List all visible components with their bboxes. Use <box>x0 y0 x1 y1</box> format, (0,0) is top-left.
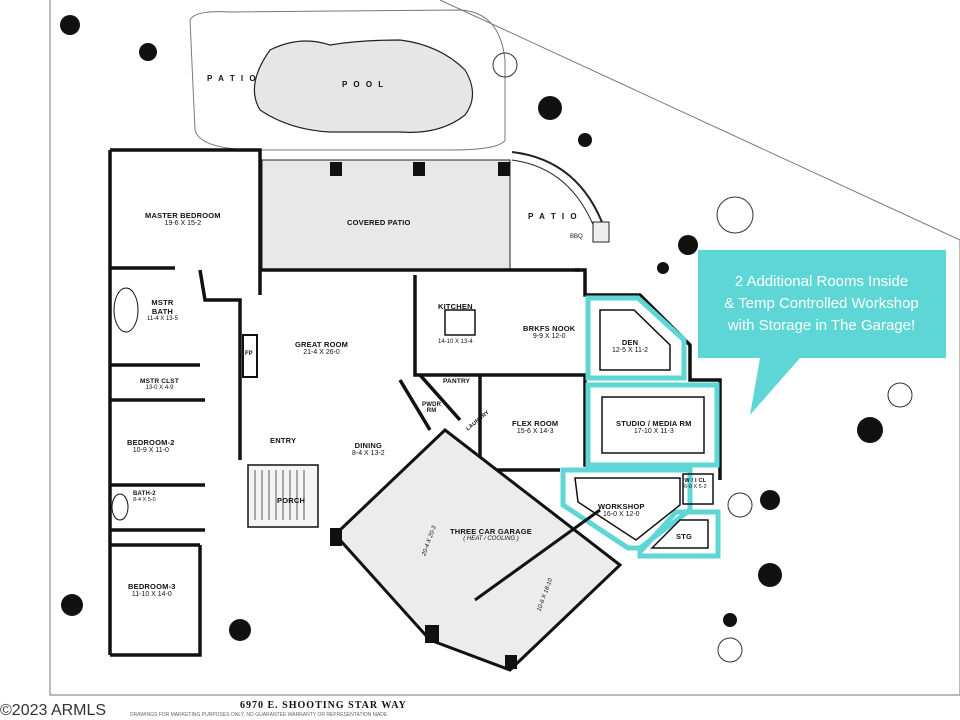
room-brkfs-nook: BRKFS NOOK 9-9 X 12-0 <box>523 324 575 340</box>
room-name: FLEX ROOM <box>512 419 559 428</box>
room-name: GREAT ROOM <box>295 340 349 349</box>
room-name: MASTER BEDROOM <box>145 211 221 220</box>
room-name: W / I CL <box>684 478 707 484</box>
room-bedroom-3: BEDROOM-3 11-10 X 14-0 <box>128 582 176 598</box>
room-kitchen-dims: 14-10 X 13-4 <box>438 339 473 345</box>
callout-shape <box>698 250 946 415</box>
landscaping <box>60 15 883 641</box>
room-workshop: WORKSHOP 16-0 X 12-0 <box>598 502 645 518</box>
room-dims: 21-4 X 26-0 <box>303 349 340 356</box>
patio-label-left: P A T I O <box>207 74 258 83</box>
room-name: BRKFS NOOK <box>523 324 576 333</box>
lot-lines <box>49 0 960 696</box>
room-dims: 12-5 X 11-2 <box>612 347 649 354</box>
pool <box>253 39 474 133</box>
room-name: DINING <box>354 441 383 450</box>
patio-columns <box>330 162 510 176</box>
highlight-room-inner <box>574 309 714 549</box>
room-pwdr-rm: PWDR RM <box>422 402 441 414</box>
room-dims: 13-0 X 4-9 <box>145 385 174 391</box>
callout-line-2: & Temp Controlled Workshop <box>724 295 919 312</box>
room-dims: 8-4 X 5-0 <box>133 497 156 503</box>
garage-area <box>330 428 623 672</box>
bbq-label: BBQ <box>570 234 583 240</box>
room-name: DEN <box>621 338 639 347</box>
room-dining: DINING 8-4 X 13-2 <box>352 441 385 457</box>
room-name: MSTR CLST <box>140 378 179 385</box>
room-bedroom-2: BEDROOM-2 10-9 X 11-0 <box>127 438 175 454</box>
highlight-rooms <box>560 295 721 559</box>
room-dims: 19-6 X 15-2 <box>164 220 202 227</box>
pantry-label: PANTRY <box>443 378 471 385</box>
room-name: WORKSHOP <box>598 502 645 511</box>
curved-patio-wall <box>511 151 606 231</box>
patio-label-right: P A T I O <box>528 212 579 221</box>
room-name: KITCHEN <box>438 302 473 311</box>
room-name: STUDIO / MEDIA RM <box>616 419 692 428</box>
callout-line-3: with Storage in The Garage! <box>727 317 916 334</box>
tree-outlines <box>492 52 913 663</box>
porch-label: PORCH <box>277 496 306 505</box>
room-great-room: GREAT ROOM 21-4 X 26-0 <box>295 340 348 356</box>
room-name-1: MSTR <box>151 298 174 307</box>
tub-bath2 <box>111 493 129 521</box>
room-master-bedroom: MASTER BEDROOM 19-6 X 15-2 <box>145 211 221 227</box>
copyright-watermark: ©2023 ARMLS <box>0 702 107 719</box>
room-studio-media: STUDIO / MEDIA RM 17-10 X 11-3 <box>616 419 692 435</box>
room-dims: 6-0 X 5-2 <box>684 484 707 490</box>
callout-banner: 2 Additional Rooms Inside & Temp Control… <box>698 250 945 358</box>
room-den: DEN 12-5 X 11-2 <box>612 338 648 354</box>
room-dims: 15-6 X 14-3 <box>516 428 554 435</box>
tub <box>113 287 139 333</box>
porch-steps <box>247 464 319 528</box>
room-dims: 8-4 X 13-2 <box>352 450 385 457</box>
room-name-2: RM <box>426 408 437 414</box>
room-name-2: BATH <box>151 307 173 316</box>
room-bath-2: BATH-2 8-4 X 5-0 <box>133 491 156 503</box>
fineprint: DRAWINGS FOR MARKETING PURPOSES ONLY. NO… <box>130 712 389 718</box>
room-name-1: PWDR <box>422 402 442 408</box>
room-flex-room: FLEX ROOM 15-6 X 14-3 <box>512 419 558 435</box>
kitchen-island <box>444 309 476 336</box>
entry-label: ENTRY <box>270 436 297 445</box>
room-name: BEDROOM-2 <box>127 438 175 447</box>
room-name: THREE CAR GARAGE <box>450 527 532 536</box>
room-dims: 9-9 X 12-0 <box>532 333 566 340</box>
room-mstr-clst: MSTR CLST 13-0 X 4-9 <box>140 378 179 391</box>
covered-patio-area <box>261 159 511 271</box>
room-dims: 11-4 X 13-5 <box>147 316 178 322</box>
room-dims: 16-0 X 12-0 <box>603 511 640 518</box>
room-dims: 17-10 X 11-3 <box>633 428 674 435</box>
fireplace-label: FP <box>245 351 253 357</box>
room-three-car-garage: THREE CAR GARAGE ( HEAT / COOLING ) <box>450 527 532 542</box>
covered-patio-label: COVERED PATIO <box>347 218 411 227</box>
room-wicl: W / I CL 6-0 X 5-2 <box>684 478 707 490</box>
room-mstr-bath: MSTR BATH 11-4 X 13-5 <box>147 298 178 322</box>
address-label: 6970 E. SHOOTING STAR WAY <box>240 700 407 711</box>
room-sub: ( HEAT / COOLING ) <box>463 536 519 542</box>
room-name: BEDROOM-3 <box>128 582 176 591</box>
room-kitchen: KITCHEN <box>438 302 473 311</box>
fireplace <box>242 334 258 378</box>
room-dims: 11-10 X 14-0 <box>131 591 172 598</box>
callout-line-1: 2 Additional Rooms Inside <box>734 273 909 290</box>
pool-label: P O O L <box>342 80 386 89</box>
stg-label: STG <box>676 532 693 541</box>
room-name: BATH-2 <box>133 491 156 497</box>
room-dims: 10-9 X 11-0 <box>132 447 169 454</box>
